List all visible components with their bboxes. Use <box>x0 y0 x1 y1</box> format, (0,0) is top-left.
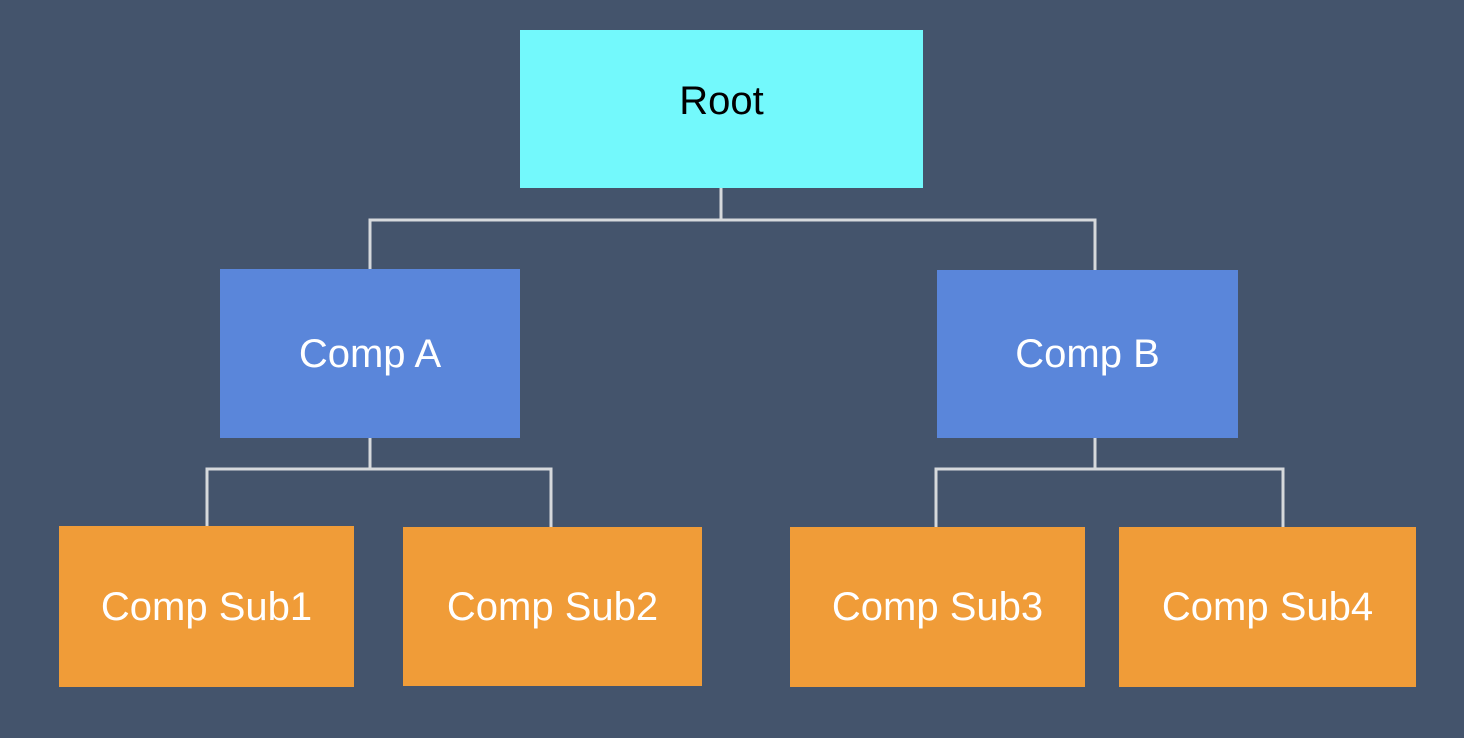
node-root-label: Root <box>679 79 764 123</box>
node-comp-sub4-label: Comp Sub4 <box>1161 585 1374 629</box>
node-comp-b-label: Comp B <box>1015 332 1160 376</box>
node-comp-sub3-label: Comp Sub3 <box>831 585 1044 629</box>
node-comp-sub2: Comp Sub2 <box>403 527 702 686</box>
node-comp-sub1-label: Comp Sub1 <box>100 584 313 629</box>
node-comp-sub2-label: Comp Sub2 <box>446 584 659 629</box>
node-comp-sub1: Comp Sub1 <box>59 526 354 687</box>
edge-comp-a-to-subs-bracket <box>205 467 553 527</box>
node-comp-sub3: Comp Sub3 <box>790 527 1085 687</box>
node-comp-b: Comp B <box>937 270 1238 438</box>
node-root: Root <box>520 30 923 188</box>
node-comp-a: Comp A <box>220 269 520 438</box>
edge-root-to-comps-bracket <box>368 218 1097 270</box>
node-comp-a-label: Comp A <box>298 331 442 376</box>
edge-comp-b-to-subs-bracket <box>934 467 1285 527</box>
node-comp-sub4: Comp Sub4 <box>1119 527 1416 687</box>
